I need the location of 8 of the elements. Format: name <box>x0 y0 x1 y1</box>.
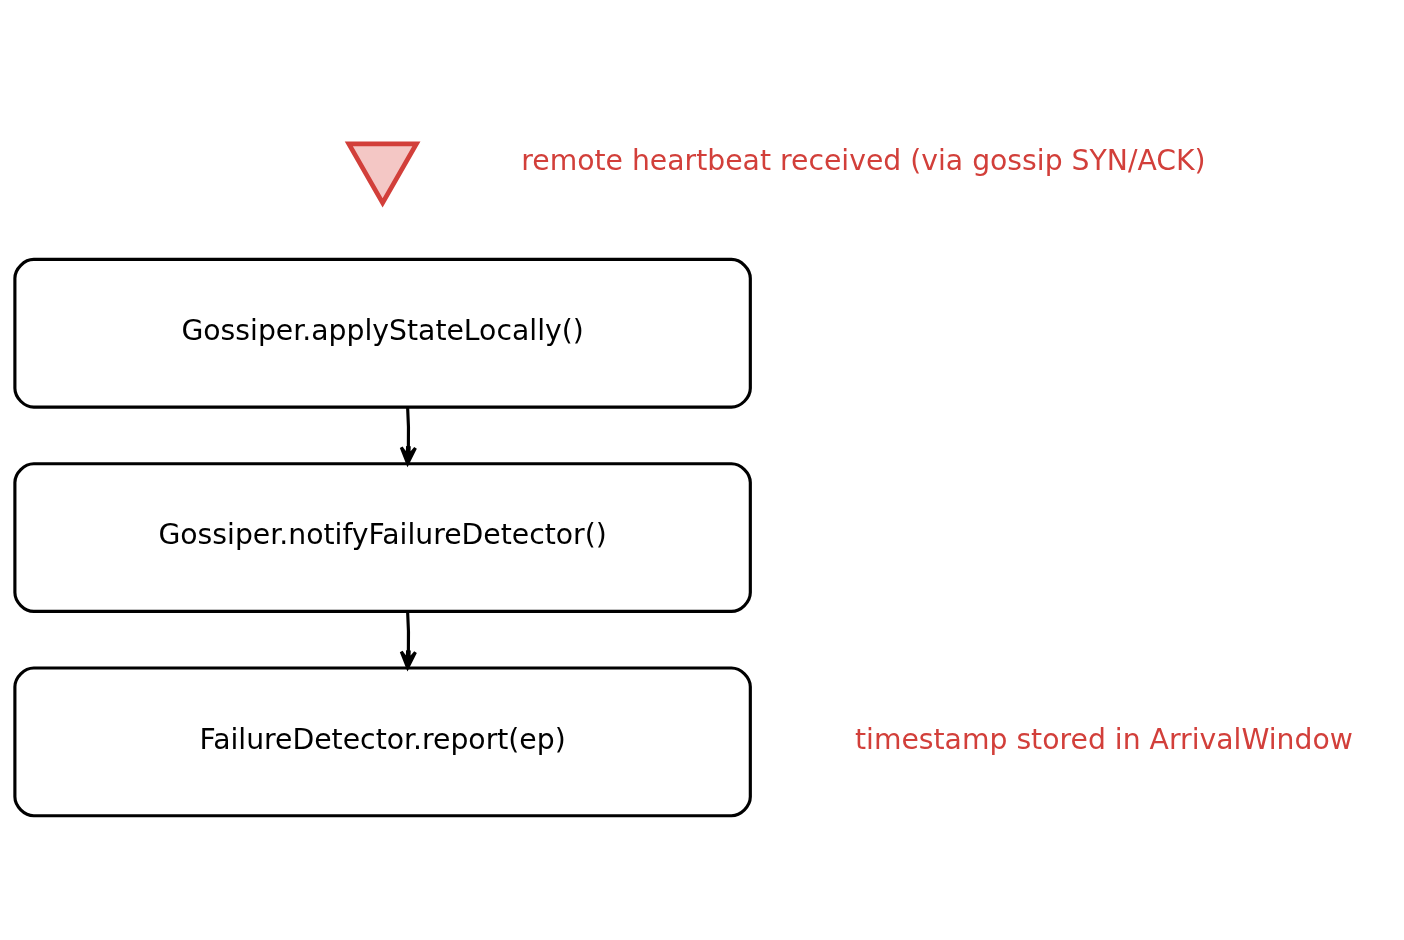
arrow <box>399 611 417 670</box>
node-picture <box>344 141 421 208</box>
node-label: timestamp stored in ArrivalWindow <box>854 722 1353 756</box>
node-label: remote heartbeat received (via gossip SYN/ACK) <box>521 144 1206 178</box>
arrow <box>399 407 417 466</box>
node-box: Gossiper.applyStateLocally() <box>13 257 752 409</box>
node-box: Gossiper.notifyFailureDetector() <box>13 462 752 613</box>
node-box: FailureDetector.report(ep) <box>13 666 752 818</box>
